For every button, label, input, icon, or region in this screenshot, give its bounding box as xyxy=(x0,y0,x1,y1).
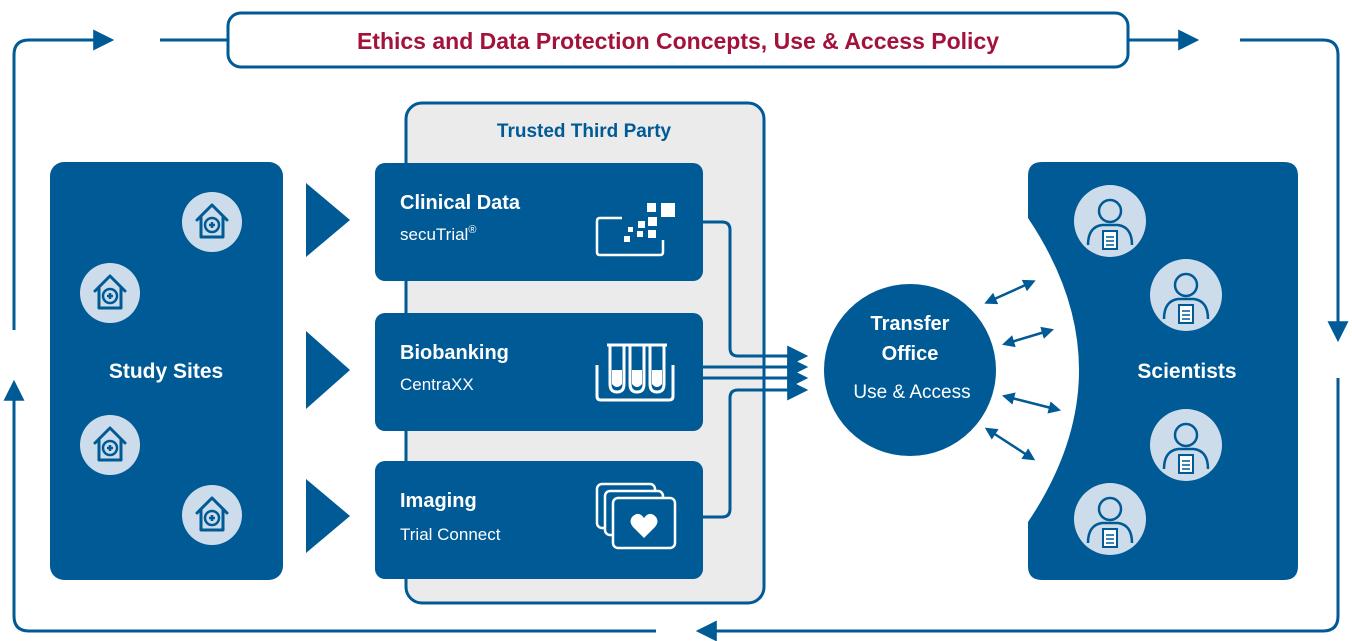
person-badge-icon xyxy=(1148,407,1224,483)
module-subtitle: Trial Connect xyxy=(400,525,501,544)
chevron-right-icon xyxy=(306,183,350,257)
test-tubes-icon xyxy=(595,343,675,402)
image-stack-heart-icon xyxy=(595,482,677,550)
transfer-office-line1: Transfer xyxy=(871,313,950,335)
chevron-right-icon xyxy=(306,479,350,553)
bidirectional-arrows xyxy=(984,279,1062,461)
transfer-office-line2: Office xyxy=(882,343,939,365)
module-biobanking: Biobanking CentraXX xyxy=(375,313,703,431)
chevron-right-icon xyxy=(306,331,350,409)
module-subtitle: CentraXX xyxy=(400,375,474,394)
policy-box xyxy=(226,11,1130,69)
scientists-label: Scientists xyxy=(1137,360,1236,383)
hospital-icon xyxy=(180,483,244,547)
scientists-panel xyxy=(1028,162,1298,580)
transfer-office-line3: Use & Access xyxy=(853,382,970,403)
hospital-icon xyxy=(78,261,142,325)
module-subtitle: secuTrial® xyxy=(400,224,476,244)
module-title: Biobanking xyxy=(400,342,509,364)
transfer-office: Transfer Office Use & Access xyxy=(824,284,996,456)
module-title: Imaging xyxy=(400,490,477,512)
person-badge-icon xyxy=(1072,183,1148,259)
hospital-icon xyxy=(180,190,244,254)
module-imaging: Imaging Trial Connect xyxy=(375,461,703,579)
person-badge-icon xyxy=(1148,257,1224,333)
policy-cycle-arrows xyxy=(3,29,1349,641)
trusted-third-party-title: Trusted Third Party xyxy=(497,121,672,142)
study-sites-label: Study Sites xyxy=(109,360,223,383)
module-title: Clinical Data xyxy=(400,192,521,214)
module-clinical-data: Clinical Data secuTrial® xyxy=(375,163,703,281)
policy-title: Ethics and Data Protection Concepts, Use… xyxy=(357,28,999,54)
hospital-icon xyxy=(78,413,142,477)
flow-chevrons xyxy=(306,183,350,553)
pixel-data-icon xyxy=(595,203,675,257)
person-badge-icon xyxy=(1072,481,1148,557)
module-connectors xyxy=(703,220,809,519)
